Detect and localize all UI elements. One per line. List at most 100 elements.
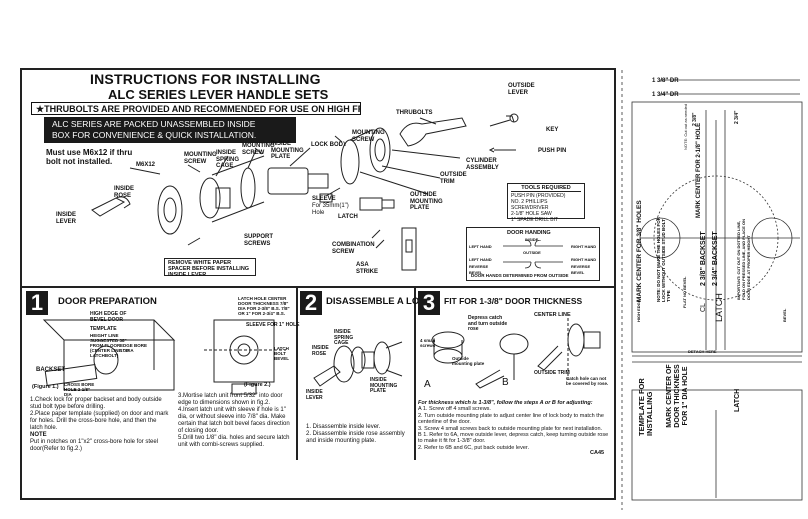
step-2-number: 2 [300, 291, 322, 315]
disassemble-diagram [313, 341, 403, 387]
thrubolts-note: ★THRUBOLTS ARE PROVIDED AND RECOMMENDED … [31, 102, 361, 115]
step-1-title: DOOR PREPARATION [58, 296, 157, 307]
door-handing-box: DOOR HANDING INSIDE LEFT HAND RIGHT HAND… [466, 227, 600, 281]
label-sleeve-note: For 35mm(1") Hole [312, 203, 349, 216]
main-frame [20, 68, 616, 500]
label-latch: LATCH [338, 214, 358, 220]
step2-label-mounting-plate: INSIDE MOUNTING PLATE [370, 377, 398, 394]
inside-rose-shape [157, 185, 183, 235]
tool-item: 2-1/8" HOLE SAW [511, 211, 552, 217]
handing-left-hand-reverse: LEFT HAND REVERSE BEVEL [469, 257, 492, 275]
label-inside-spring-cage: INSIDE SPRING CAGE [216, 150, 240, 169]
step1-inst-5: 5.Drill two 1/8" dia. holes and secure l… [178, 435, 290, 448]
step-3-number: 3 [418, 291, 440, 315]
template-latch: LATCH [714, 293, 724, 322]
step3-inst-a2: 2. Turn outside mounting plate to adjust… [418, 412, 604, 426]
template-bevel: BEVEL [782, 308, 787, 322]
handing-left-hand: LEFT HAND [469, 244, 492, 249]
inside-lever-shape [91, 197, 126, 217]
label-outside-lever: OUTSIDE LEVER [508, 83, 535, 96]
step3-inst-a1: A 1. Screw off 4 small screws. [418, 406, 491, 413]
step1-inst-2: 2.Place paper template (supplied) on doo… [30, 411, 169, 431]
step3-label-screws: 4 small screws [420, 338, 436, 348]
step1-instructions-left: 1.Check lock for proper backset and body… [30, 397, 170, 453]
title-line2: ALC SERIES LEVER HANDLE SETS [108, 87, 329, 102]
footer-code: CA45 [590, 450, 605, 456]
step2-label-inside-lever: INSIDE LEVER [306, 389, 323, 401]
tool-item: PUSH PIN (PROVIDED) [511, 193, 566, 199]
handing-right-hand-reverse: RIGHT HAND REVERSE BEVEL [571, 257, 597, 275]
label-lock-body: LOCK BODY [311, 142, 347, 148]
handing-inside: INSIDE [525, 237, 539, 242]
section-divider [20, 286, 616, 288]
step1-label-high-edge: HIGH EDGE OF BEVEL DOOR [90, 311, 127, 323]
label-mounting-screw: MOUNTING SCREW [184, 152, 217, 165]
label-cylinder-assembly: CYLINDER ASSEMBLY [466, 158, 499, 171]
step3-label-a: A [424, 379, 431, 390]
inside-lever-neck [115, 196, 131, 209]
template-high-edge: HIGH EDGE [636, 299, 641, 322]
handing-outside: OUTSIDE [523, 250, 541, 255]
step1-inst-3: 3.Mortise latch unit front 5/32" into do… [178, 393, 283, 406]
step1-inst-1: 1.Check lock for proper backset and body… [30, 397, 162, 410]
label-inside-lever: INSIDE LEVER [56, 212, 77, 225]
step3-inst-a3: 3. Screw 4 small screws back to outside … [418, 425, 603, 432]
handing-footer: DOOR HANDS DETERMINED FROM OUTSIDE [471, 273, 569, 278]
step2-inst-1: 1. Disassemble inside lever. [306, 424, 381, 430]
step3-label-catch-hole: Catch hole can not be covered by rose. [566, 376, 609, 386]
step1-label-sleeve-hole: SLEEVE FOR 1" HOLE [246, 322, 300, 328]
template-latch-label: LATCH [734, 388, 741, 412]
template-flat-no-bevel: FLAT NO BEVEL [682, 276, 687, 308]
key-shape [489, 115, 515, 127]
template-dr-top: 1 3/8" DR [652, 78, 679, 84]
template-note-small: NOTE: DO NOT MAKE THE HOLES FOR LOCK WIT… [656, 217, 671, 302]
handing-right-hand: RIGHT HAND [571, 244, 597, 249]
step1-label-height-line: HEIGHT LINE SUGGESTED 38" FROM FLOOR (CE… [90, 333, 129, 358]
template-detach-here: DETACH HERE [688, 349, 717, 354]
template-dr-bottom: 1 3/4" DR [652, 92, 679, 98]
step1-label-template: TEMPLATE [90, 326, 117, 332]
step3-label-outside-trim: OUTSIDE TRIM [534, 370, 570, 376]
label-mounting-screw-2: MOUNTING SCREW [242, 143, 275, 156]
label-outside-trim: OUTSIDE TRIM [440, 172, 467, 185]
label-outside-mounting-plate: OUTSIDE MOUNTING PLATE [410, 192, 443, 211]
packed-note-line1: ALC SERIES ARE PACKED UNASSEMBLED INSIDE [52, 119, 256, 129]
title-line1: INSTRUCTIONS FOR INSTALLING [90, 71, 321, 87]
template-note-top: NOTE: Cut out as needed [683, 103, 688, 150]
template-mark-center-3-8: MARK CENTER FOR 3/8" HOLES [636, 200, 643, 302]
tools-title: TOOLS REQUIRED [511, 185, 581, 192]
label-combination-screw: COMBINATION SCREW [332, 242, 375, 255]
step3-label-depress-catch: Depress catch and turn outside rose [468, 315, 508, 332]
step2-label-spring-cage: INSIDE SPRING CAGE [334, 329, 354, 346]
step3-label-b: B [502, 377, 509, 388]
template-latch-title: TEMPLATE FOR INSTALLING [637, 378, 654, 436]
step3-label-center-line: CENTER LINE [534, 312, 571, 318]
label-inside-rose: INSIDE ROSE [114, 186, 135, 199]
push-pin-shape [488, 147, 516, 153]
label-push-pin: PUSH PIN [538, 148, 567, 154]
step-2-title: DISASSEMBLE A LOCK [326, 296, 433, 307]
label-mounting-screw-3: MOUNTING SCREW [352, 130, 385, 143]
label-m6x12: M6X12 [136, 162, 156, 168]
step-1-number: 1 [26, 291, 48, 315]
template-important: IMPORTANT: CUT OUT ON DOTTED LINE, FOLD … [736, 219, 751, 300]
template-mark-center: MARK CENTER FOR 2-1/8" HOLE [696, 122, 702, 218]
step-3-title: FIT FOR 1-3/8" DOOR THICKNESS [444, 296, 583, 306]
m6-note-line1: Must use M6x12 if thru [46, 148, 133, 157]
label-thrubolts: THRUBOLTS [396, 110, 433, 116]
step1-label-latch-note: LATCH HOLE CENTER DOOR THICKNESS 7/8" DI… [238, 296, 290, 316]
m6-note-line2: bolt not installed. [46, 157, 113, 166]
remove-spacer-note: REMOVE WHITE PAPER SPACER BEFORE INSTALL… [164, 258, 256, 278]
spring-cage-shape [199, 177, 221, 219]
template-dim-234: 2 3/4" [734, 110, 740, 125]
handing-diagram [503, 240, 563, 269]
step1-inst-4: 4.Insert latch unit with sleeve if hole … [178, 407, 290, 434]
step1-figure2: (Figure 2.) [244, 382, 271, 388]
packed-note-line2: BOX FOR CONVENIENCE & QUICK INSTALLATION… [52, 130, 257, 140]
packed-note: ALC SERIES ARE PACKED UNASSEMBLED INSIDE… [44, 117, 296, 143]
label-asa-strike: ASA STRIKE [356, 262, 379, 275]
step2-instructions: 1. Disassemble inside lever. 2. Disassem… [306, 424, 412, 445]
template-drawing [621, 70, 803, 510]
step3-label-outside-mounting-plate: Outside mounting plate [452, 356, 485, 366]
